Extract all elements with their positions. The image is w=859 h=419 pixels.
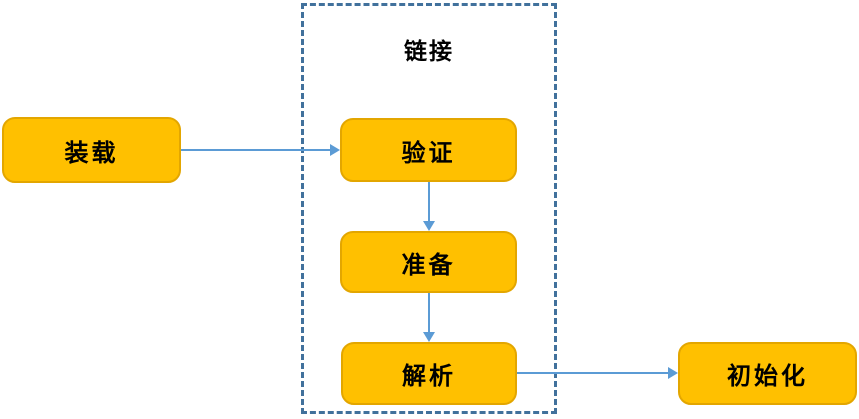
arrow-right-icon	[668, 367, 678, 379]
node-load: 装载	[2, 117, 181, 183]
arrow-right-icon	[330, 144, 340, 156]
link-phase-group-title: 链接	[404, 38, 454, 65]
arrow-verify-to-prepare-line	[428, 182, 430, 221]
arrow-resolve-to-init-line	[517, 372, 668, 374]
arrow-prepare-to-resolve-line	[428, 293, 430, 332]
link-phase-group-box	[301, 3, 557, 414]
node-prepare: 准备	[340, 231, 517, 293]
arrow-load-to-verify-line	[181, 149, 330, 151]
arrow-down-icon	[423, 221, 435, 231]
node-verify: 验证	[340, 118, 517, 182]
node-init: 初始化	[678, 342, 857, 405]
arrow-down-icon	[423, 332, 435, 342]
node-resolve: 解析	[341, 342, 517, 405]
